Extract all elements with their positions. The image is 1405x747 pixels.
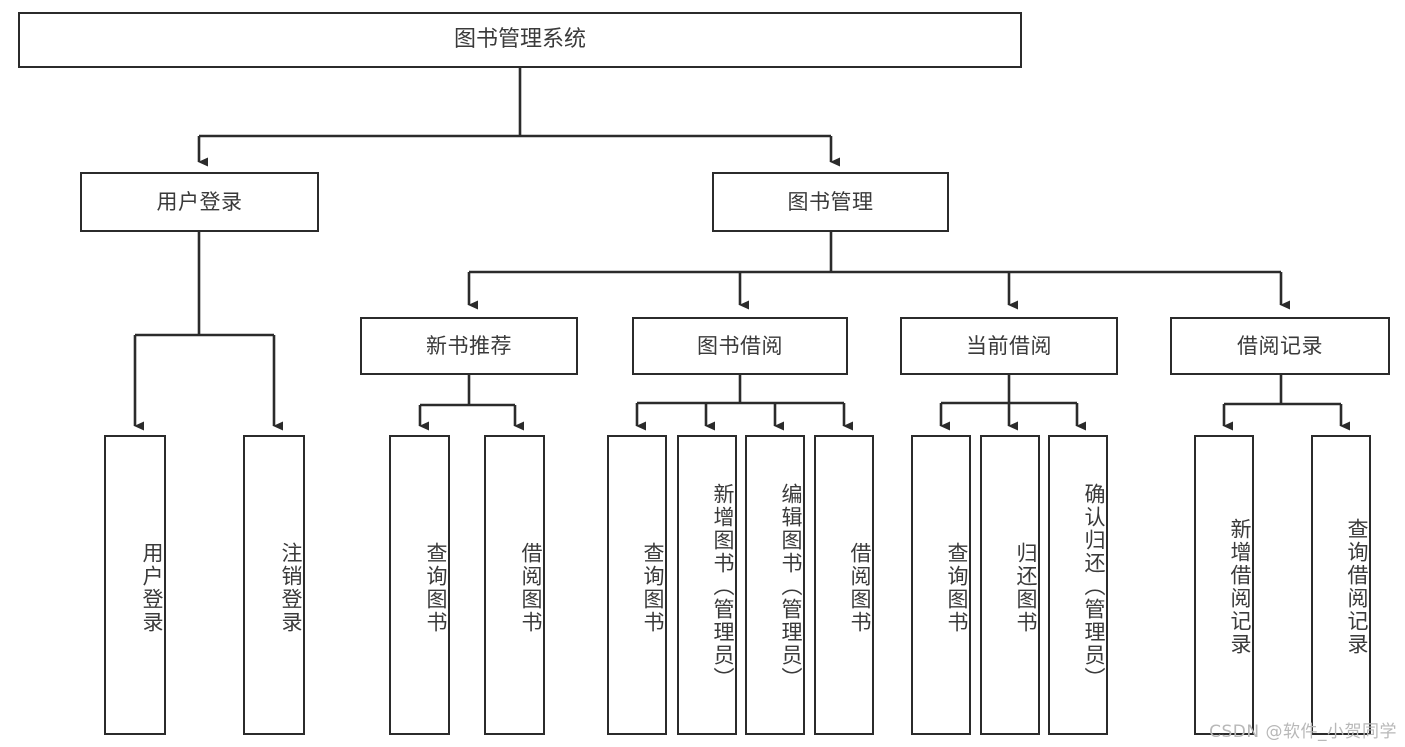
leaf-book-borrow-edit-admin[interactable]: 编辑图书（管理员） <box>745 435 805 735</box>
node-label: 注销登录 <box>279 542 303 634</box>
leaf-user-login-login[interactable]: 用户登录 <box>104 435 166 735</box>
node-label: 借阅图书 <box>519 542 543 634</box>
leaf-book-borrow-borrow[interactable]: 借阅图书 <box>814 435 874 735</box>
node-label: 查询借阅记录 <box>1345 517 1369 656</box>
node-label: 新书推荐 <box>426 333 512 358</box>
node-label: 查询图书 <box>641 542 665 634</box>
leaf-book-borrow-query[interactable]: 查询图书 <box>607 435 667 735</box>
node-label: 当前借阅 <box>966 333 1052 358</box>
node-label: 用户登录 <box>140 542 164 634</box>
node-book-borrow[interactable]: 图书借阅 <box>632 317 848 375</box>
leaf-borrow-record-query[interactable]: 查询借阅记录 <box>1311 435 1371 735</box>
node-book-management[interactable]: 图书管理 <box>712 172 949 232</box>
node-label: 图书管理 <box>787 189 874 214</box>
node-label: 新增借阅记录 <box>1228 517 1252 656</box>
node-root-system[interactable]: 图书管理系统 <box>18 12 1022 68</box>
node-current-borrow[interactable]: 当前借阅 <box>900 317 1118 375</box>
node-user-login[interactable]: 用户登录 <box>80 172 319 232</box>
leaf-user-login-logout[interactable]: 注销登录 <box>243 435 305 735</box>
leaf-current-borrow-confirm-admin[interactable]: 确认归还（管理员） <box>1048 435 1108 735</box>
node-borrow-record[interactable]: 借阅记录 <box>1170 317 1390 375</box>
leaf-current-borrow-return[interactable]: 归还图书 <box>980 435 1040 735</box>
leaf-current-borrow-query[interactable]: 查询图书 <box>911 435 971 735</box>
node-label: 查询图书 <box>945 542 969 634</box>
node-label: 用户登录 <box>156 189 243 214</box>
leaf-borrow-record-add[interactable]: 新增借阅记录 <box>1194 435 1254 735</box>
watermark-text: CSDN @软件_小贺同学 <box>1209 722 1397 742</box>
node-label: 借阅图书 <box>848 542 872 634</box>
node-label: 新增图书（管理员） <box>711 483 735 690</box>
node-label: 图书管理系统 <box>453 27 586 53</box>
node-label: 借阅记录 <box>1237 333 1323 358</box>
leaf-new-book-borrow[interactable]: 借阅图书 <box>484 435 545 735</box>
leaf-book-borrow-add-admin[interactable]: 新增图书（管理员） <box>677 435 737 735</box>
node-label: 编辑图书（管理员） <box>779 483 803 690</box>
leaf-new-book-query[interactable]: 查询图书 <box>389 435 450 735</box>
node-label: 归还图书 <box>1014 542 1038 634</box>
node-label: 查询图书 <box>424 542 448 634</box>
node-label: 确认归还（管理员） <box>1082 483 1106 690</box>
node-new-book-recommend[interactable]: 新书推荐 <box>360 317 578 375</box>
node-label: 图书借阅 <box>697 333 783 358</box>
